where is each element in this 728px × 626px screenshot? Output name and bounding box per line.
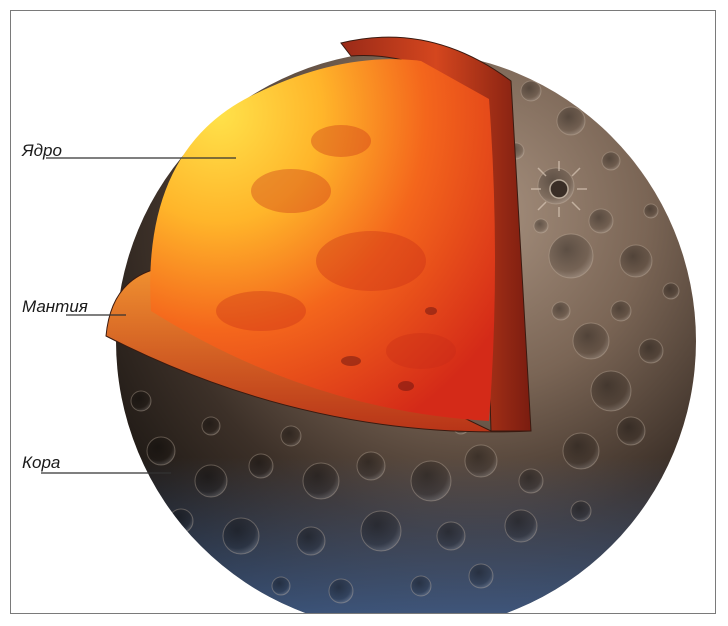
diagram-frame: Ядро Мантия Кора — [10, 10, 716, 614]
crust-label: Кора — [22, 453, 60, 473]
planet-cutaway-illustration — [11, 11, 716, 614]
core-label: Ядро — [22, 141, 62, 161]
mantle-label: Мантия — [22, 297, 88, 317]
rayed-crater — [531, 161, 587, 217]
